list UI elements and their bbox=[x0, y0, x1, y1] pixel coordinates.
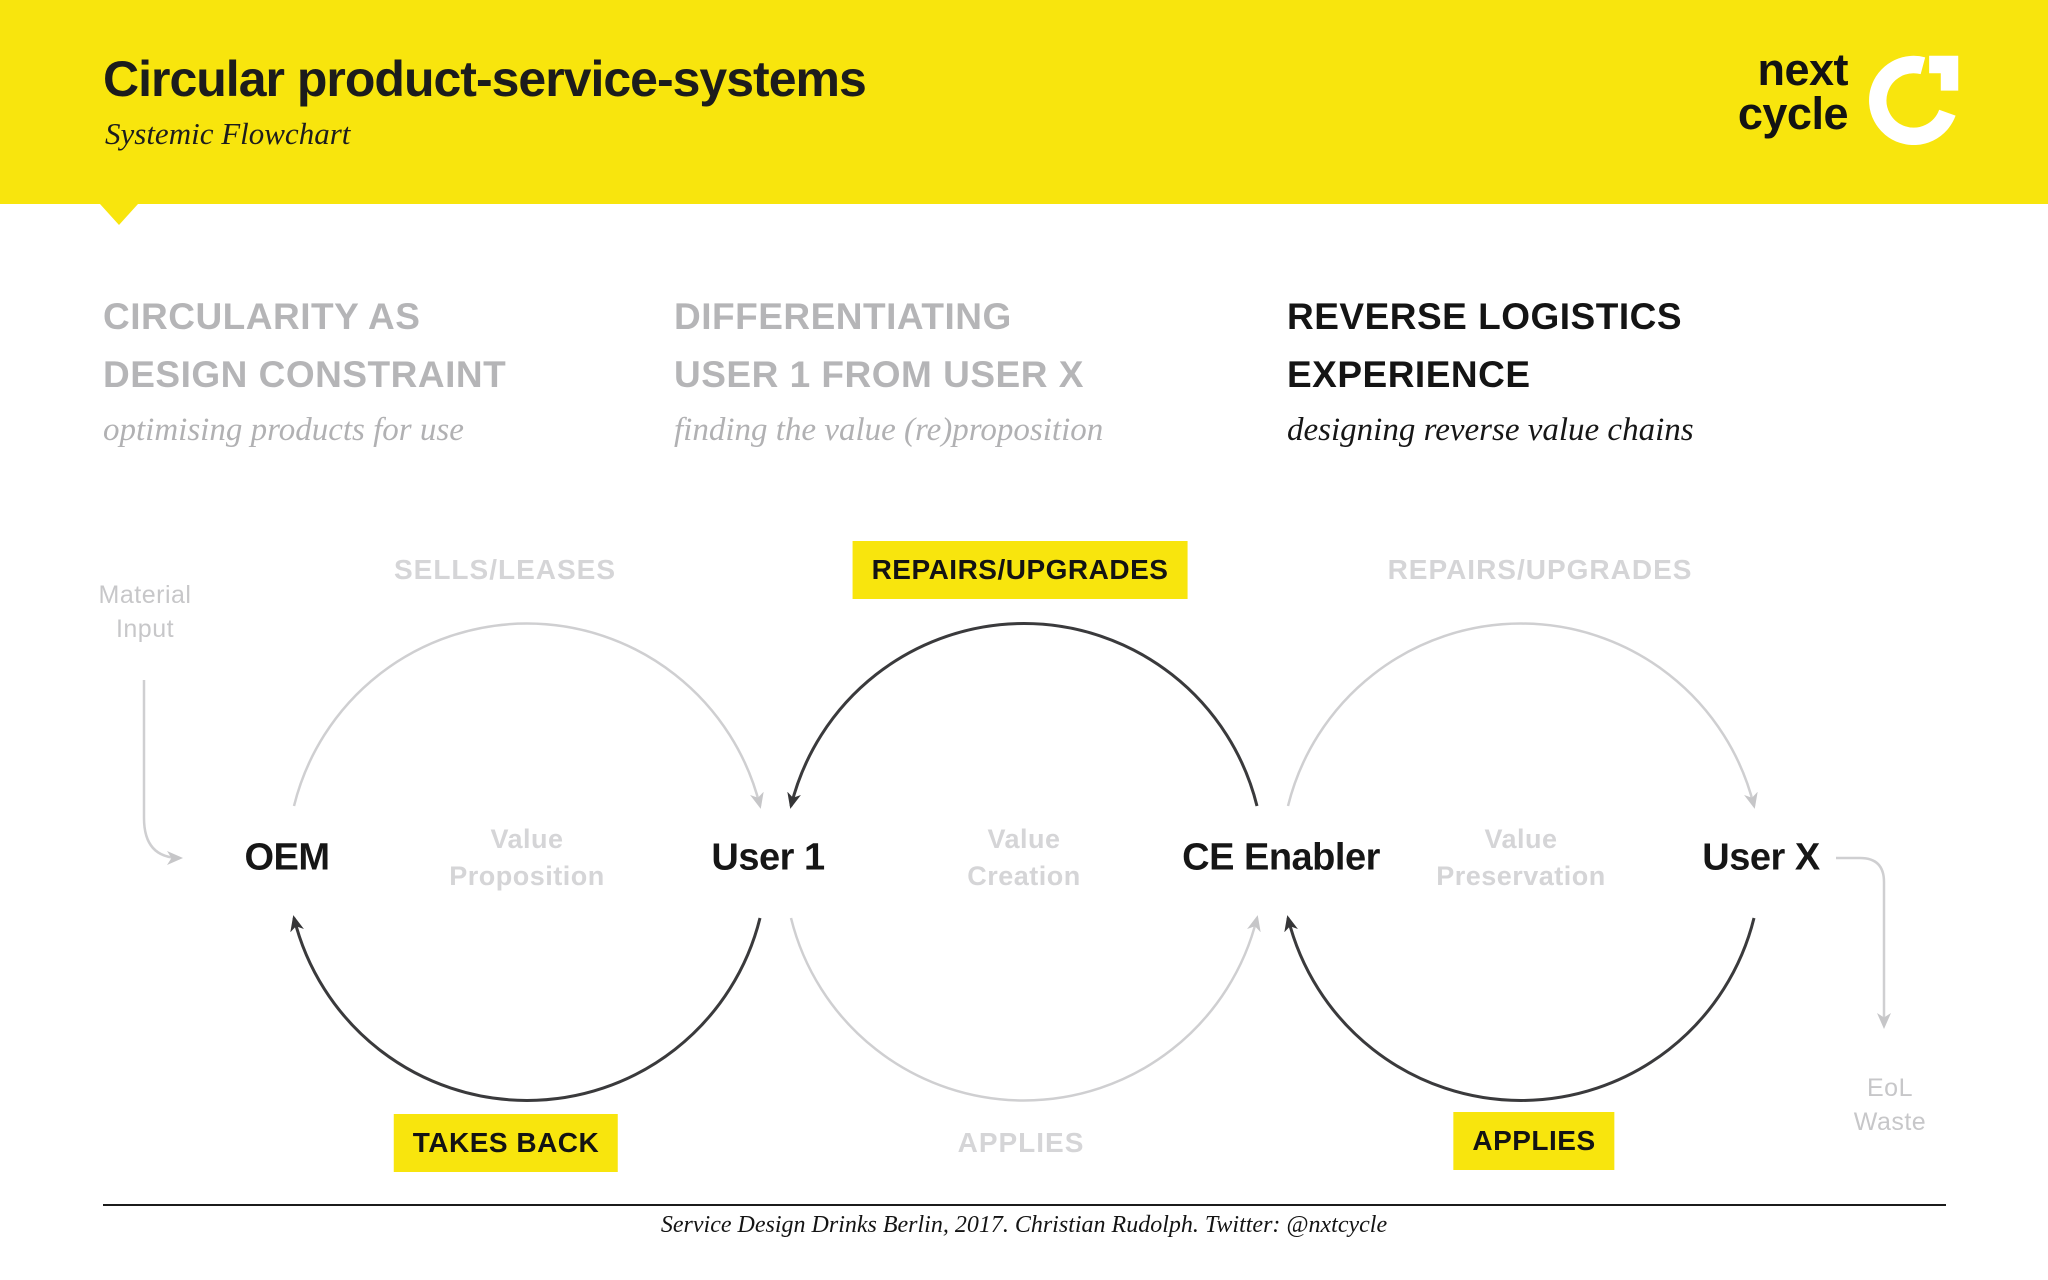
takes-back-badge: TAKES BACK bbox=[393, 1114, 619, 1172]
node-user-1: User 1 bbox=[711, 836, 825, 879]
eol-waste-label: EoL Waste bbox=[1853, 1074, 1927, 1136]
applies-badge: APPLIES bbox=[1453, 1112, 1615, 1170]
arc-sells-leases bbox=[292, 622, 764, 809]
page-title: Circular product-service-systems bbox=[103, 51, 867, 107]
column-heading: DIFFERENTIATING USER 1 FROM USER X bbox=[674, 296, 1084, 395]
header-band bbox=[0, 0, 2048, 204]
column-subtitle: optimising products for use bbox=[103, 412, 464, 448]
column-circularity: CIRCULARITY AS DESIGN CONSTRAINT optimis… bbox=[103, 288, 506, 449]
footer-credit: Service Design Drinks Berlin, 2017. Chri… bbox=[660, 1212, 1388, 1238]
arc-applies-dark bbox=[1284, 915, 1756, 1102]
applies-label: APPLIES bbox=[957, 1127, 1085, 1158]
node-user-x: User X bbox=[1702, 836, 1820, 879]
page-subtitle: Systemic Flowchart bbox=[105, 116, 351, 151]
logo-line-1: next bbox=[1757, 44, 1848, 95]
arc-applies-gray bbox=[789, 915, 1261, 1102]
next-cycle-logo-icon bbox=[1869, 55, 1959, 145]
eol-waste-arrow bbox=[1836, 856, 1891, 1029]
footer-divider bbox=[103, 1204, 1946, 1206]
sells-leases-label: SELLS/LEASES bbox=[393, 554, 617, 585]
column-differentiating: DIFFERENTIATING USER 1 FROM USER X findi… bbox=[674, 288, 1103, 449]
column-subtitle: finding the value (re)proposition bbox=[674, 412, 1104, 448]
arc-repairs-upgrades-right bbox=[1286, 622, 1758, 809]
node-oem: OEM bbox=[244, 836, 330, 879]
column-reverse-logistics: REVERSE LOGISTICS EXPERIENCE designing r… bbox=[1287, 288, 1694, 449]
material-input-label: Material Input bbox=[98, 581, 192, 643]
repairs-upgrades-label: REPAIRS/UPGRADES bbox=[1387, 554, 1693, 585]
repairs-upgrades-badge: REPAIRS/UPGRADES bbox=[852, 541, 1188, 599]
node-ce-enabler: CE Enabler bbox=[1182, 836, 1380, 879]
logo-line-2: cycle bbox=[1737, 88, 1849, 139]
value-creation-label: Value Creation bbox=[967, 824, 1081, 891]
arc-repairs-upgrades bbox=[787, 622, 1259, 809]
header-notch bbox=[100, 204, 138, 225]
arc-takes-back bbox=[290, 915, 762, 1102]
next-cycle-logo: next cycle bbox=[1560, 44, 1849, 139]
column-heading: CIRCULARITY AS DESIGN CONSTRAINT bbox=[103, 296, 507, 395]
value-preservation-label: Value Preservation bbox=[1436, 824, 1606, 891]
value-proposition-label: Value Proposition bbox=[449, 824, 605, 891]
column-heading: REVERSE LOGISTICS EXPERIENCE bbox=[1287, 296, 1683, 395]
column-subtitle: designing reverse value chains bbox=[1287, 412, 1694, 448]
material-input-arrow bbox=[142, 680, 183, 865]
